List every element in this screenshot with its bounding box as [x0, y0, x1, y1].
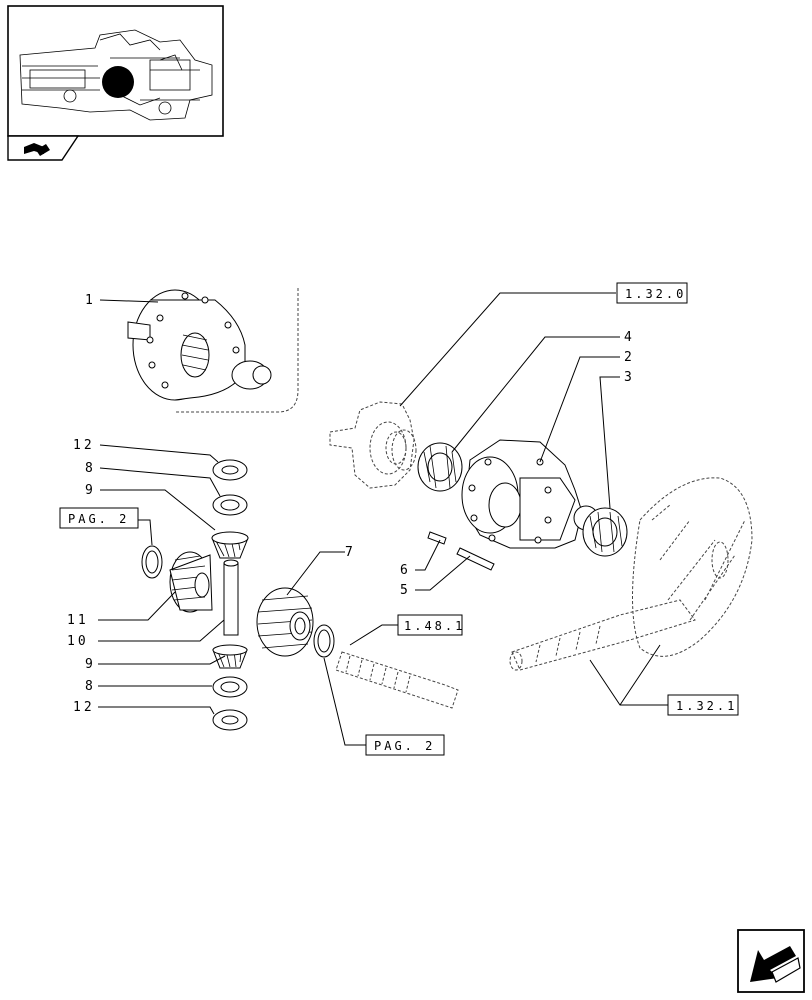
- ref-label-pag-bottom: PAG. 2: [374, 739, 435, 753]
- part-8-bottom-washer: [212, 676, 248, 698]
- overview-thumbnail: [7, 5, 224, 161]
- part-6-short-pin: [427, 531, 447, 545]
- callout-3: 3: [624, 370, 635, 385]
- callout-1: 1: [85, 293, 96, 308]
- ref-box-1-32-1[interactable]: 1.32.1: [667, 694, 739, 716]
- part-pag-ring: [141, 545, 163, 579]
- part-12-bottom-washer: [212, 709, 248, 731]
- callout-9-bottom: 9: [85, 657, 96, 672]
- leader-lines: [98, 292, 668, 746]
- splined-output-shaft: [335, 651, 459, 709]
- callout-11: 11: [67, 613, 89, 628]
- location-dot-icon: [102, 66, 134, 98]
- callout-5: 5: [400, 583, 411, 598]
- part-2-differential-case: [461, 439, 599, 549]
- tractor-overview-sketch: [19, 29, 213, 121]
- callout-labels: 1 12 8 9 11 10 9 8 12 7 4 2 3 6 5: [67, 293, 635, 715]
- crown-wheel-and-pinion: [509, 477, 753, 671]
- dashed-flange-housing: [329, 401, 417, 489]
- part-10-shaft: [223, 559, 239, 636]
- part-1-differential-assembly: [127, 289, 272, 401]
- part-9-top-pinion-gear: [211, 531, 249, 559]
- part-3-bearing: [582, 507, 628, 557]
- callout-6: 6: [400, 563, 411, 578]
- callout-12-bottom: 12: [73, 700, 95, 715]
- part-12-top-washer: [212, 459, 248, 481]
- part-5-long-pin: [456, 547, 495, 571]
- part-4-bearing: [417, 442, 463, 492]
- ref-box-1-48-1[interactable]: 1.48.1: [397, 614, 465, 636]
- callout-7: 7: [345, 545, 356, 560]
- part-11-side-gear: [169, 551, 213, 613]
- callout-8-top: 8: [85, 461, 96, 476]
- ref-box-pag-bottom[interactable]: PAG. 2: [365, 734, 445, 756]
- ref-label-pag-left: PAG. 2: [68, 512, 129, 526]
- back-nav-button[interactable]: [737, 929, 805, 993]
- part-8-top-washer: [212, 494, 248, 516]
- part-9-bottom-pinion-gear: [212, 644, 248, 669]
- ref-box-1-32-0[interactable]: 1.32.0: [616, 282, 688, 304]
- reference-boxes: 1.32.0 PAG. 2 1.48.1 PAG. 2 1.32.1: [59, 282, 739, 756]
- arrow-back-icon: [750, 946, 801, 983]
- ref-label-1-32-0: 1.32.0: [625, 287, 686, 301]
- ref-label-1-48-1: 1.48.1: [404, 619, 465, 633]
- inset-assembled-differential: [127, 288, 299, 413]
- callout-4: 4: [624, 330, 635, 345]
- callout-9-top: 9: [85, 483, 96, 498]
- inset-border: [175, 288, 299, 413]
- callout-12-top: 12: [73, 438, 95, 453]
- right-exploded-parts: [313, 401, 753, 709]
- ref-label-1-32-1: 1.32.1: [676, 699, 737, 713]
- left-exploded-parts: [141, 459, 314, 731]
- part-washer-ring: [313, 624, 335, 658]
- ref-box-pag-left[interactable]: PAG. 2: [59, 507, 139, 529]
- part-7-planetary-gear: [256, 587, 314, 657]
- callout-2: 2: [624, 350, 635, 365]
- callout-8-bottom: 8: [85, 679, 96, 694]
- callout-10: 10: [67, 634, 89, 649]
- book-icon: [24, 143, 50, 156]
